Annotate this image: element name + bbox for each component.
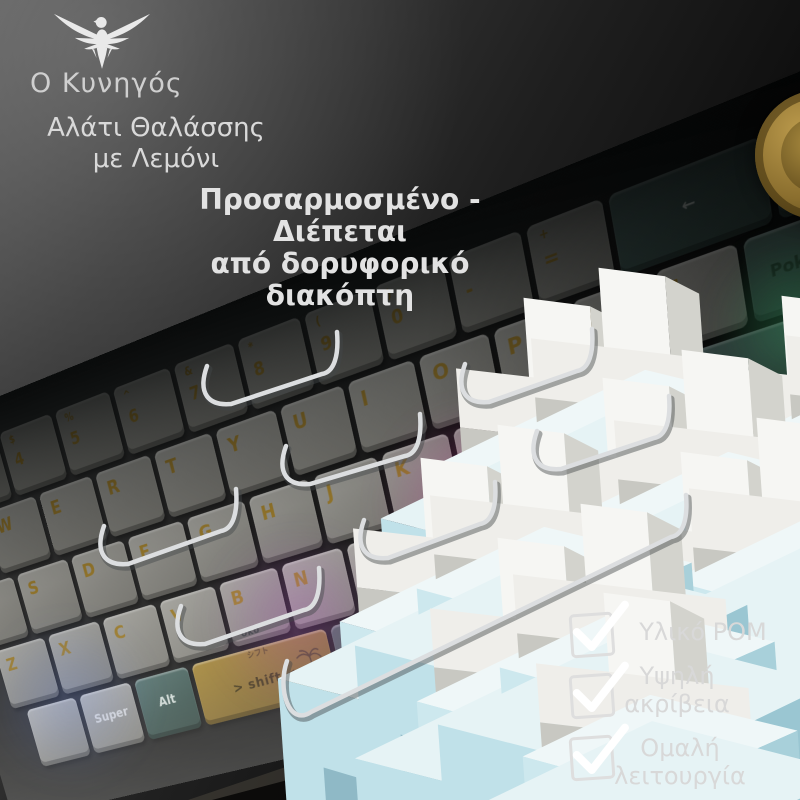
feature-label-line-1: Υψηλή: [639, 662, 715, 690]
checkbox-icon: [568, 661, 629, 720]
subtitle-line-1: Αλάτι Θαλάσσης: [47, 113, 265, 143]
keycap-O: O: [418, 332, 503, 431]
keycap-;: ;: [527, 381, 615, 480]
keycap-E: E: [38, 475, 108, 557]
keycap-M: M: [346, 526, 425, 613]
keycap-6: ^6: [112, 367, 186, 456]
feature-label-line-2: λειτουργία: [614, 762, 746, 790]
keycap-U: U: [279, 384, 358, 477]
keycap-I: I: [347, 359, 429, 455]
keycap-D: D: [70, 539, 140, 619]
keycap-L: L: [452, 407, 537, 503]
keycap-N: N: [280, 547, 357, 631]
description-line-1: Προσαρμοσμένο - Διέπεται: [199, 183, 481, 248]
feature-label-line-2: ακρίβεια: [624, 690, 730, 718]
keycap-V: V: [159, 585, 230, 664]
keycap-8: *8: [237, 316, 316, 411]
keycap-G: G: [186, 500, 260, 584]
feature-label-line-1: Ομαλή: [640, 734, 720, 762]
keycap-H: H: [248, 478, 324, 565]
keycap-F: F: [127, 520, 199, 602]
checkbox-icon: [568, 723, 629, 782]
keycap-Y: Y: [215, 409, 291, 498]
keycap-super: Super: [78, 681, 146, 754]
keycap-7: &7: [173, 342, 249, 434]
keycap-5: %5: [54, 390, 126, 477]
keycap-,: ,: [414, 504, 496, 594]
keycap-[: [: [571, 274, 663, 380]
keycap-C: C: [102, 603, 171, 680]
product-subtitle: Αλάτι Θαλάσσης με Λεμόνι: [28, 113, 284, 175]
description-line-2: από δορυφορικό διακόπτη: [210, 247, 470, 312]
volume-knob-core: [781, 116, 800, 194]
keycap-K: K: [381, 432, 462, 525]
feature-label: Υλικό POM: [639, 618, 767, 646]
brand-name: Ο Κυνηγός: [30, 68, 183, 99]
keycap-R: R: [94, 454, 166, 538]
keycap-': ': [606, 354, 697, 456]
keycap-T: T: [153, 432, 227, 519]
keycap-J: J: [313, 456, 392, 545]
checkbox-icon: [568, 600, 629, 659]
keycap-P: P: [493, 304, 581, 406]
keycap-.: .: [486, 482, 570, 574]
keycap-/: /: [561, 458, 649, 553]
keycap-alt-left: Alt: [133, 666, 203, 741]
eagle-icon: [53, 13, 151, 69]
subtitle-line-2: με Λεμόνι: [92, 144, 220, 174]
keycap-X: X: [47, 620, 115, 695]
product-description: Προσαρμοσμένο - Διέπεται από δορυφορικό …: [138, 184, 542, 312]
